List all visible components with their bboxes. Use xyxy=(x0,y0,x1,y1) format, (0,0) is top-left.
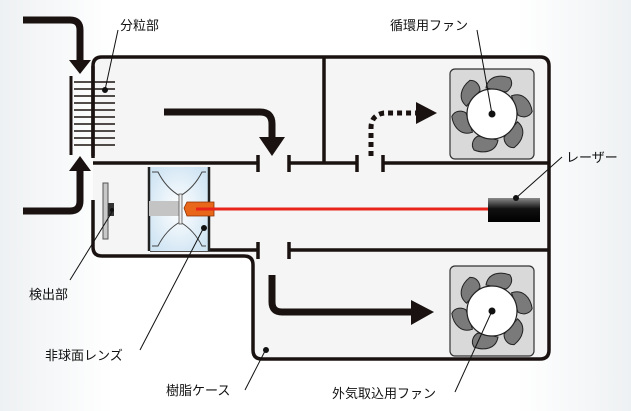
inflow-arrow-bottom xyxy=(23,156,91,215)
label-resin-case: 樹脂ケース xyxy=(166,384,230,399)
inflow-arrow-top xyxy=(23,16,91,74)
label-detector: 検出部 xyxy=(29,288,68,303)
flow-arrow-upper xyxy=(164,108,285,156)
label-classifier: 分粒部 xyxy=(120,19,159,34)
label-aspheric-lens: 非球面レンズ xyxy=(45,348,123,364)
flow-arrow-dotted xyxy=(368,102,437,156)
label-intake-fan: 外気取込用ファン xyxy=(332,386,436,402)
flow-arrow-lower xyxy=(268,275,434,325)
label-laser: レーザー xyxy=(566,151,618,166)
internal-walls xyxy=(93,57,549,259)
laser-emitter xyxy=(488,198,540,222)
detector xyxy=(102,182,114,240)
leader-lines xyxy=(69,29,563,393)
label-circulation-fan: 循環用ファン xyxy=(390,19,468,34)
classifier-grille xyxy=(69,66,115,156)
